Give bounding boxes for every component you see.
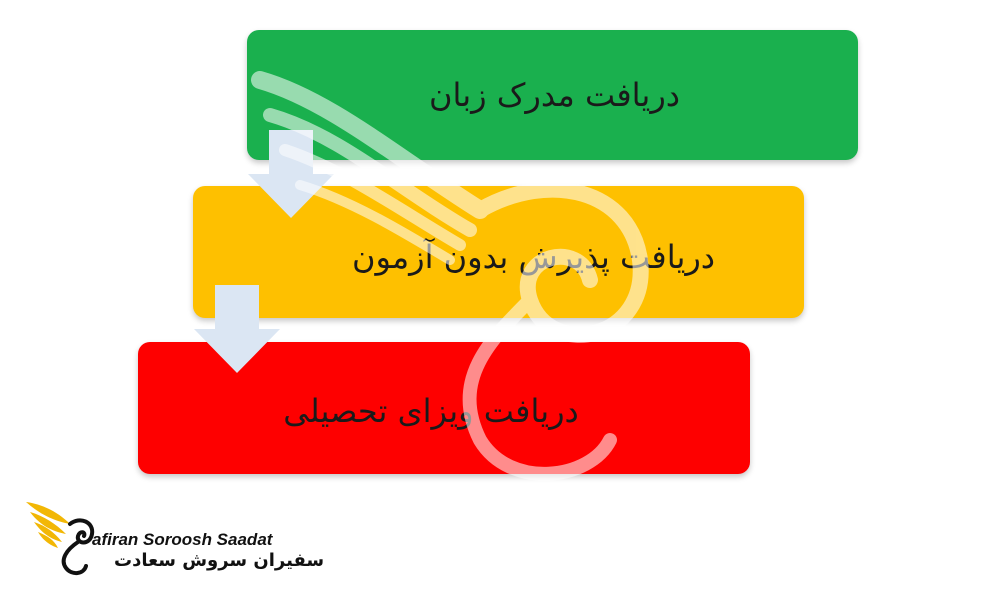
golden-wing-swan-logo-icon xyxy=(26,502,95,575)
brand-name-english: afiran Soroosh Saadat xyxy=(92,530,273,549)
step-label: دریافت مدرک زبان xyxy=(428,76,681,114)
down-arrow-icon xyxy=(248,130,334,218)
brand-name-persian: سفیران سروش سعادت xyxy=(114,550,325,571)
step-label: دریافت ویزای تحصیلی xyxy=(283,392,579,430)
down-arrow-icon xyxy=(194,285,280,373)
brand-logo-block: afiran Soroosh Saadat سفیران سروش سعادت xyxy=(22,494,324,584)
step-label: دریافت پذیرش بدون آزمون xyxy=(351,238,716,276)
step-box-language-certificate: دریافت مدرک زبان xyxy=(247,30,858,160)
